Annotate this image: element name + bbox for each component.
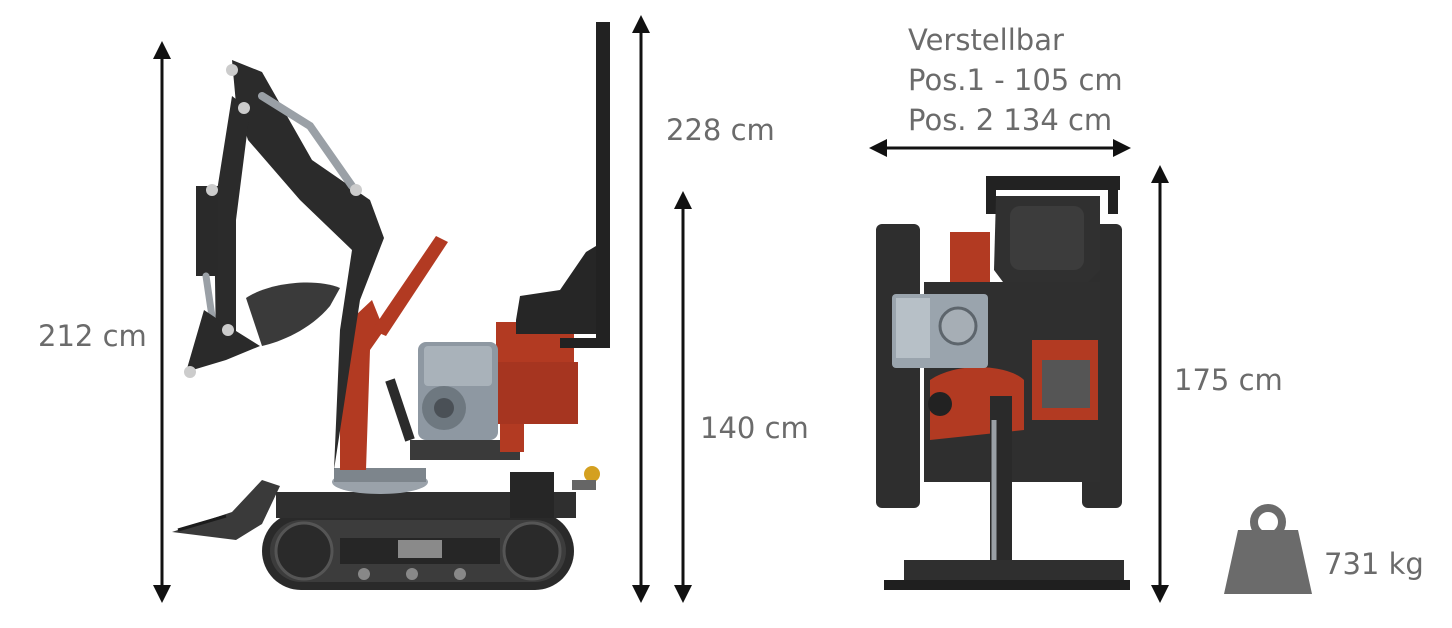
height-front-label: 175 cm — [1174, 363, 1283, 397]
width-note-line-1: Verstellbar — [908, 23, 1064, 57]
weight-label: 731 kg — [1324, 547, 1424, 581]
excavator-side-view — [172, 22, 610, 590]
height-seat-label: 140 cm — [700, 411, 809, 445]
width-note-line-2: Pos.1 - 105 cm — [908, 63, 1123, 97]
width-note: Verstellbar Pos.1 - 105 cm Pos. 2 134 cm — [908, 20, 1123, 140]
excavator-front-view — [876, 176, 1130, 590]
height-boom-label: 212 cm — [38, 319, 147, 353]
width-note-line-3: Pos. 2 134 cm — [908, 103, 1113, 137]
height-roof-label: 228 cm — [666, 113, 775, 147]
weight-icon — [1224, 504, 1312, 594]
